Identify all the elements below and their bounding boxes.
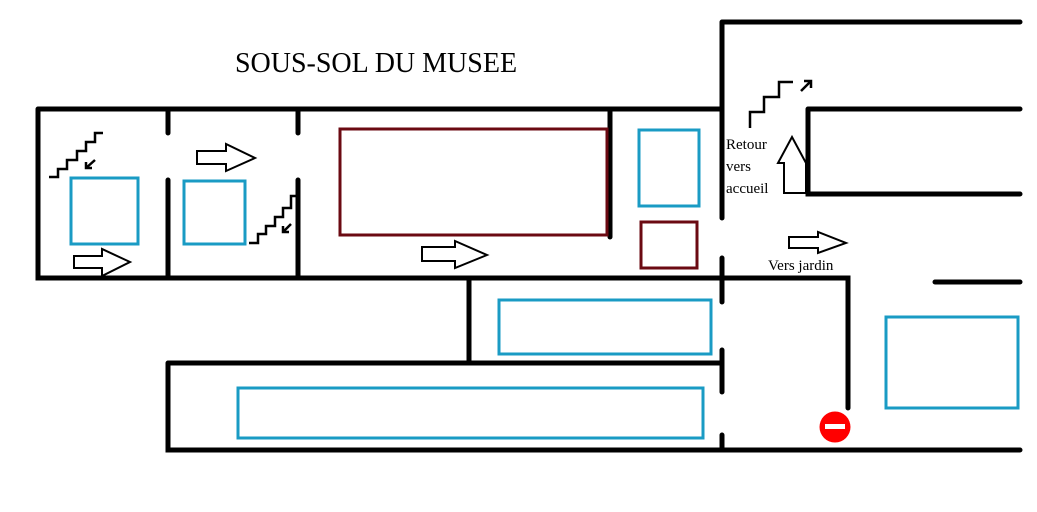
no-entry-icon (819, 411, 851, 443)
display-case (884, 315, 1020, 410)
arrow-down-left-icon (84, 159, 96, 170)
display-case (236, 386, 705, 440)
stairs-down-icon (249, 194, 296, 245)
plan-title: SOUS-SOL DU MUSEE (235, 48, 517, 79)
direction-arrow-icon (776, 134, 807, 194)
display-case (637, 128, 701, 208)
direction-arrow-icon (73, 247, 133, 278)
to-garden-label: Vers jardin (768, 258, 834, 274)
stairs (49, 79, 813, 245)
walls (35, 19, 1023, 453)
exhibit-area (338, 127, 609, 237)
svg-text:accueil: accueil (726, 181, 768, 197)
arrow-up-right-icon (800, 79, 813, 92)
display-case (182, 179, 247, 246)
rooms (69, 127, 1020, 440)
arrow-down-left-icon (281, 223, 292, 234)
stairs-down-icon (49, 131, 103, 179)
direction-arrow-icon (788, 230, 849, 255)
exhibit-area (639, 220, 699, 270)
stairs-up-icon (748, 80, 793, 128)
direction-arrow-icon (421, 239, 490, 270)
direction-arrows (73, 134, 849, 278)
display-case (497, 298, 713, 356)
svg-text:vers: vers (726, 159, 751, 175)
direction-arrow-icon (196, 142, 258, 173)
display-case (69, 176, 140, 246)
svg-text:Retour: Retour (726, 137, 767, 153)
return-to-reception-label: Retour vers accueil (726, 137, 768, 197)
